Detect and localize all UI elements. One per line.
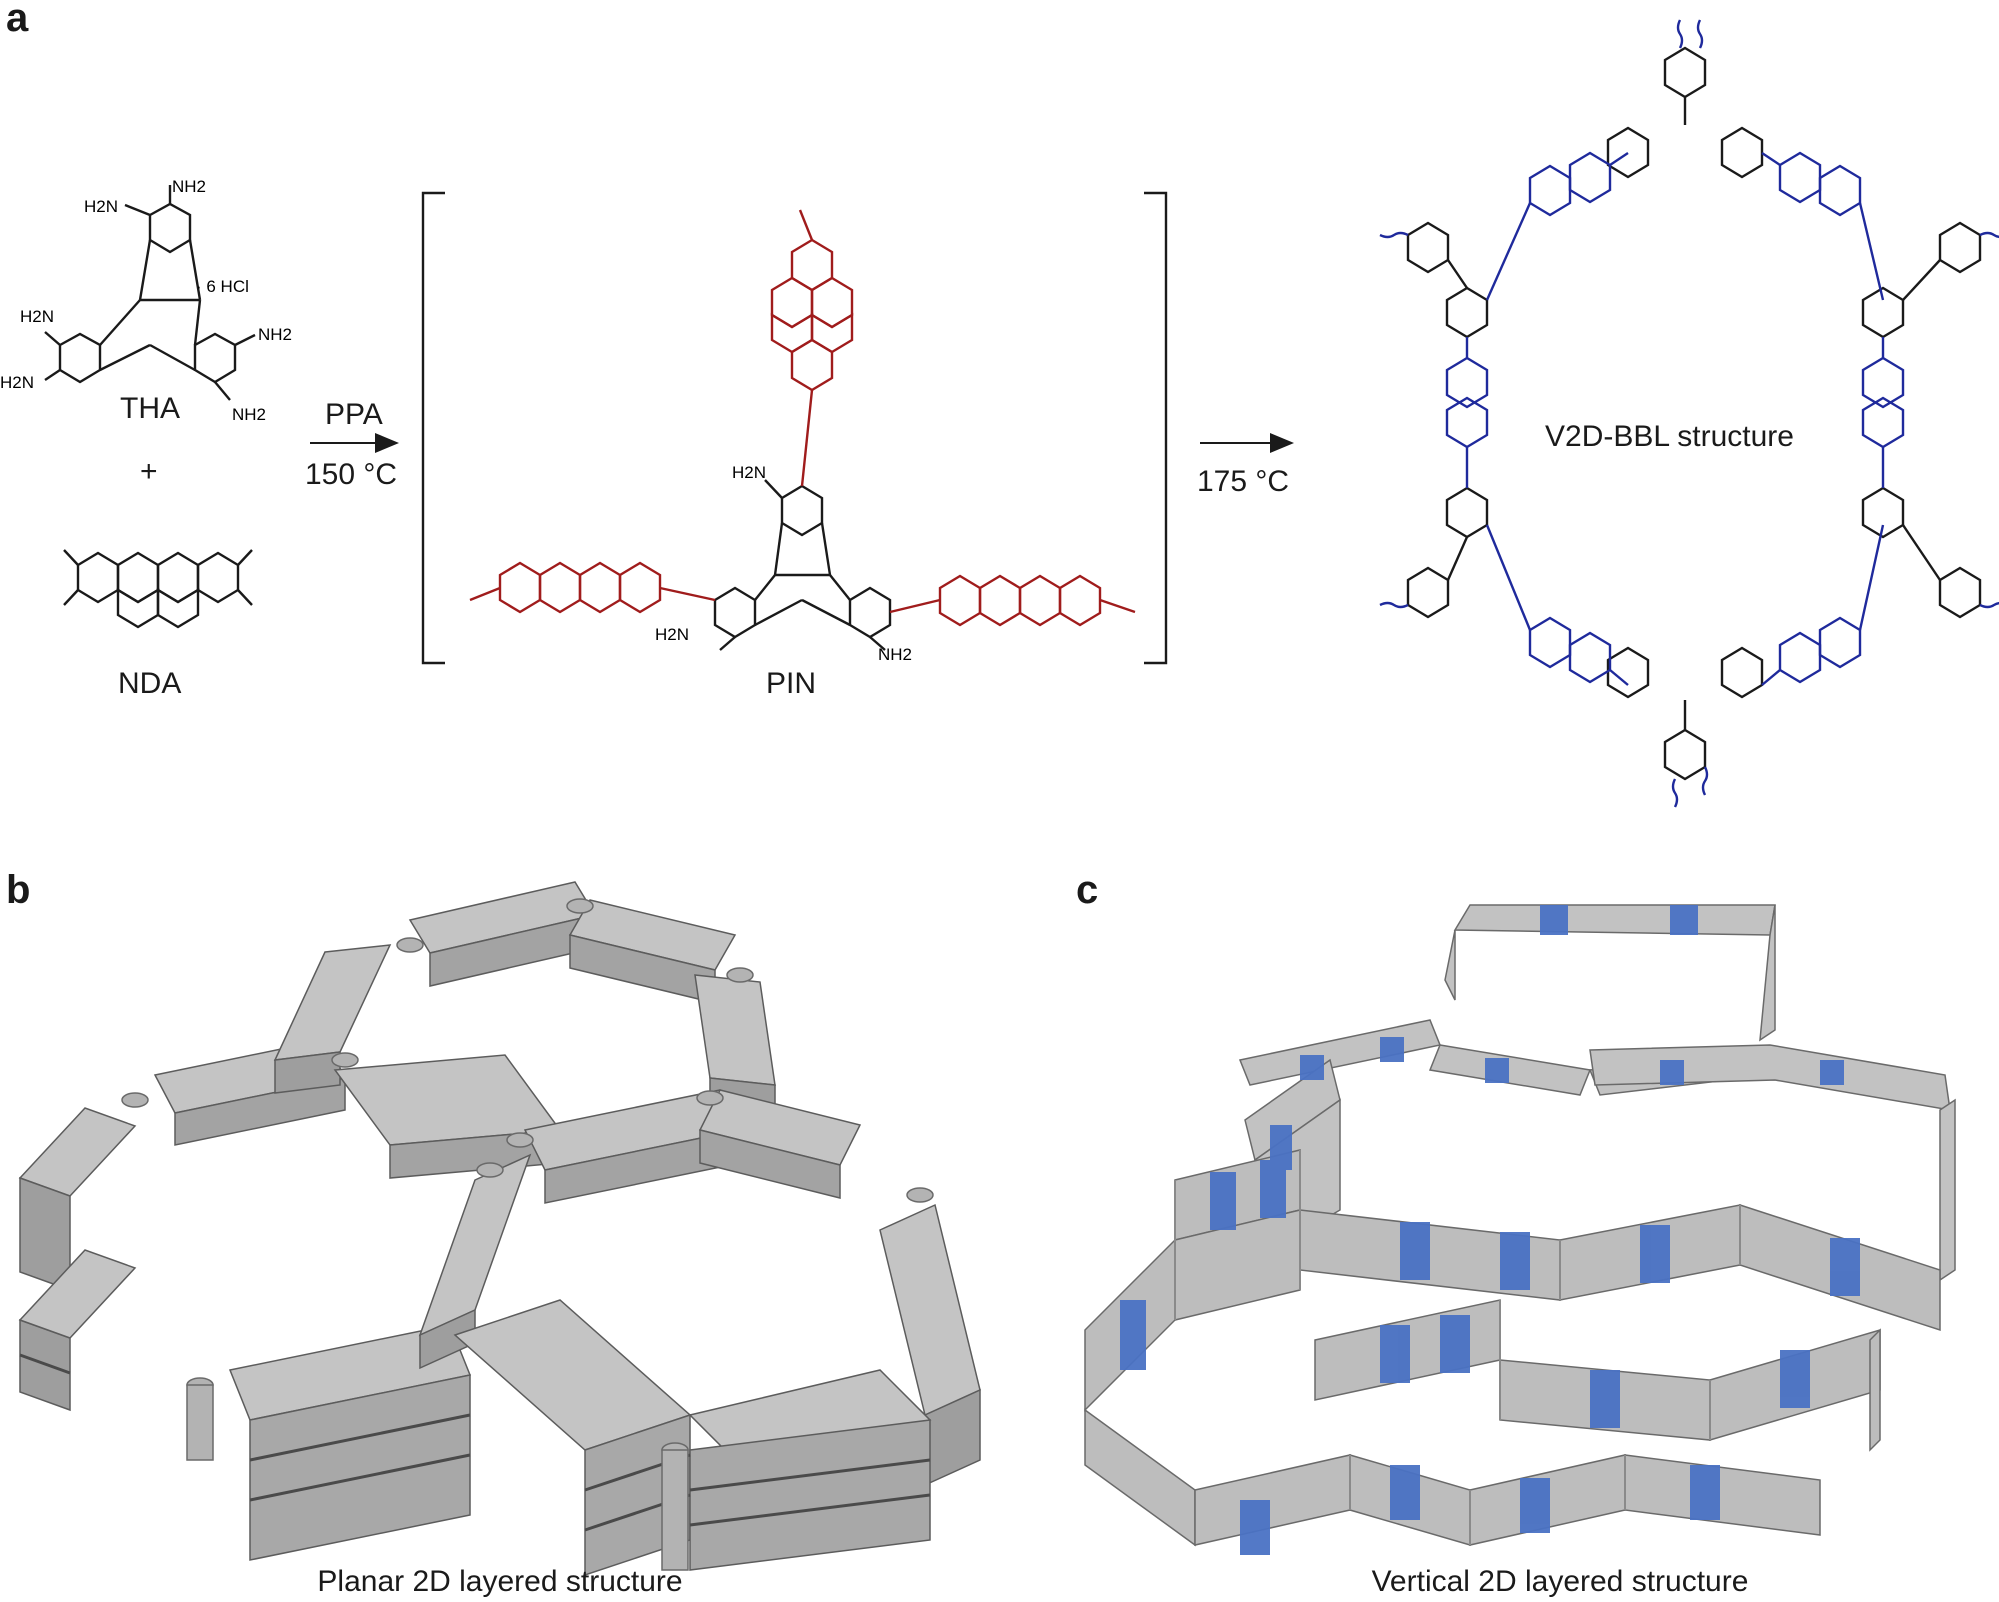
panel-c-letter: c: [1076, 868, 1099, 912]
planar-layered-model: [18, 881, 981, 1577]
pin-amino-labels: H2N H2N NH2: [655, 463, 912, 664]
tha-h2n-upper-left: H2N: [84, 197, 118, 216]
bracket-right: [1144, 191, 1168, 665]
vertical-layered-model: [1084, 904, 1956, 1555]
step1-temperature: 150 °C: [305, 458, 398, 491]
tha-amino-labels: NH2 H2N H2N H2N NH2 NH2 · 6 HCl: [0, 177, 292, 424]
bracket-left: [421, 191, 445, 665]
tha-salt-label: · 6 HCl: [196, 277, 249, 296]
tha-nh2-top: NH2: [172, 177, 206, 196]
v2d-bbl-network: [1379, 19, 1999, 808]
panel-b-letter: b: [6, 868, 31, 912]
plus-sign: +: [140, 455, 158, 488]
pin-h2n-top: H2N: [732, 463, 766, 482]
nda-name: NDA: [118, 667, 182, 700]
tha-structure: [44, 185, 256, 401]
tha-name: THA: [120, 392, 180, 425]
tha-h2n-left: H2N: [20, 307, 54, 326]
step2-temperature: 175 °C: [1197, 465, 1290, 498]
vertical-caption: Vertical 2D layered structure: [1371, 1565, 1749, 1598]
product-name: V2D-BBL structure: [1545, 420, 1794, 453]
tha-nh2-lower-right: NH2: [232, 405, 266, 424]
pin-name: PIN: [766, 667, 817, 700]
pin-h2n-left: H2N: [655, 625, 689, 644]
nda-structure: [63, 549, 253, 629]
pin-naphthalimide-arms: [469, 209, 1136, 627]
tha-nh2-right: NH2: [258, 325, 292, 344]
step1-reagent: PPA: [325, 398, 383, 431]
pin-core: [713, 479, 892, 651]
panel-a-letter: a: [6, 0, 29, 40]
pin-nh2-right: NH2: [878, 645, 912, 664]
tha-h2n-lower-left: H2N: [0, 373, 34, 392]
planar-caption: Planar 2D layered structure: [317, 1565, 683, 1598]
